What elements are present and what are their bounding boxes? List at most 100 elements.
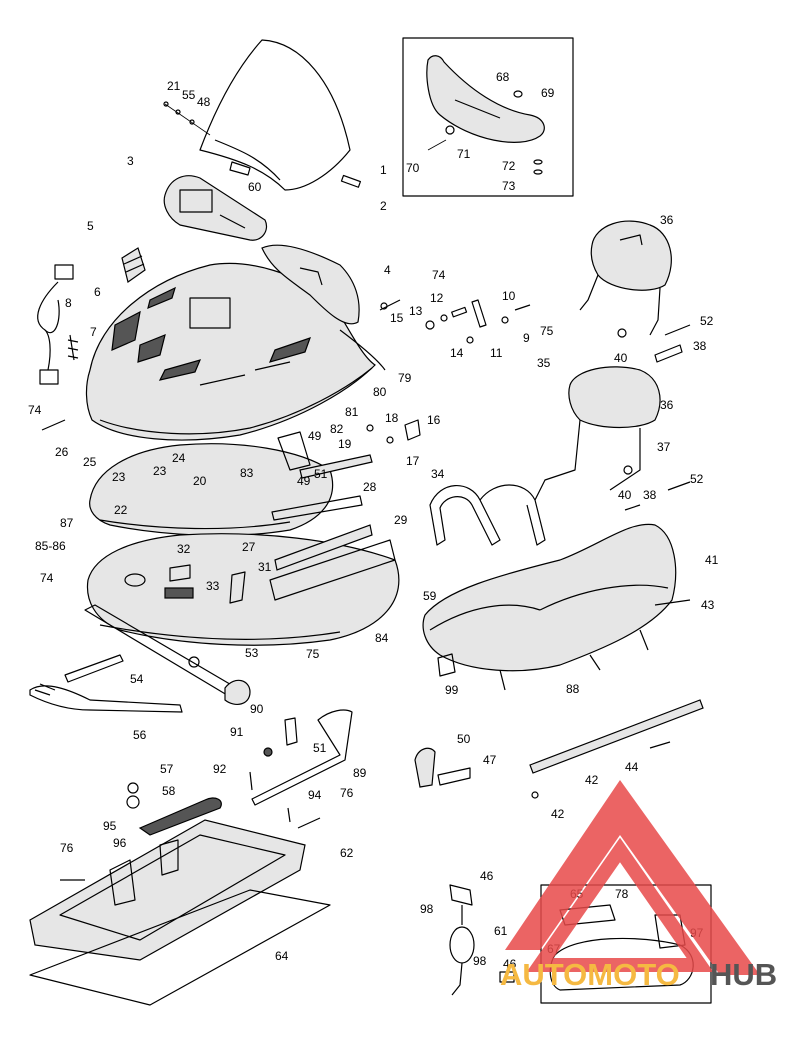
callout-37: 37 [657,440,671,454]
callout-76b: 76 [60,841,74,855]
bolt-94 [287,807,291,823]
callout-56: 56 [133,728,147,742]
hood [85,262,376,441]
strip-43 [654,599,691,606]
callout-80: 80 [373,385,387,399]
callout-3: 3 [127,154,134,168]
callout-76a: 76 [340,786,354,800]
callout-8: 8 [65,296,72,310]
callout-26: 26 [55,445,69,459]
backrest-lower [534,366,661,501]
callout-92: 92 [213,762,227,776]
callout-20: 20 [193,474,207,488]
callout-95: 95 [103,819,117,833]
callout-61: 61 [494,924,508,938]
callout-96: 96 [113,836,127,850]
windshield-screws [163,101,211,136]
cable-8 [37,264,74,385]
callout-68: 68 [496,70,510,84]
hardware-lower-right [623,465,691,511]
callout-46b: 46 [503,957,517,971]
rails [269,454,396,601]
seat-88 [422,523,677,691]
windshield [199,39,351,191]
callout-89: 89 [353,766,367,780]
callout-94: 94 [308,788,322,802]
watermark-text-hub: HUB [710,957,777,992]
light-assembly-61 [449,884,515,996]
callout-83: 83 [240,466,254,480]
bolt-44 [649,741,671,749]
callout-88: 88 [566,682,580,696]
callout-16: 16 [427,413,441,427]
callout-71: 71 [457,147,471,161]
logo-triangle-icon [505,780,760,975]
callout-22: 22 [114,503,128,517]
callout-43: 43 [701,598,715,612]
strap-95 [138,797,222,836]
callout-34: 34 [431,467,445,481]
callout-14: 14 [450,346,464,360]
callout-74b: 74 [28,403,42,417]
bracket-49-51 [277,431,311,471]
watermark-text-automoto: AUTOMOTO [500,957,680,992]
callout-7: 7 [90,325,97,339]
callout-44: 44 [625,760,639,774]
callout-79: 79 [398,371,412,385]
callout-55: 55 [182,88,196,102]
callout-90: 90 [250,702,264,716]
callout-17: 17 [406,454,420,468]
vent-5 [121,247,146,283]
trim-79 [339,329,386,371]
callout-54: 54 [130,672,144,686]
callout-98b: 98 [473,954,487,968]
callout-75b: 75 [306,647,320,661]
nuts-57-58 [126,782,140,809]
callout-33: 33 [206,579,220,593]
bracket-60 [229,161,251,176]
hardware-upper-right [617,324,691,363]
bolt-76-right [297,817,321,829]
callout-4: 4 [384,263,391,277]
callout-2: 2 [380,199,387,213]
callout-15: 15 [390,311,404,325]
callout-21: 21 [167,79,181,93]
callout-70: 70 [406,161,420,175]
callout-73: 73 [502,179,516,193]
backrest-upper [579,220,672,336]
callout-74c: 74 [40,571,54,585]
callout-6: 6 [94,285,101,299]
callout-23b: 23 [112,470,126,484]
callout-82: 82 [330,422,344,436]
spring-7 [67,334,79,361]
callout-19: 19 [338,437,352,451]
callout-62: 62 [340,846,354,860]
callout-91: 91 [230,725,244,739]
latch-assembly [249,709,353,806]
callout-75a: 75 [540,324,554,338]
callout-labels: 1 2 3 4 5 6 7 8 9 10 11 12 13 14 15 16 1… [28,70,719,971]
callout-53: 53 [245,646,259,660]
callout-99: 99 [445,683,459,697]
latch-50-47 [414,747,471,788]
storage-tray-62 [29,819,306,961]
callout-87: 87 [60,516,74,530]
console-3 [163,175,268,241]
callout-98a: 98 [420,902,434,916]
fasteners-16-18 [366,419,421,444]
callout-36b: 36 [660,398,674,412]
bolt-2 [340,174,362,188]
callout-49a: 49 [308,429,322,443]
callout-27: 27 [242,540,256,554]
callout-52a: 52 [700,314,714,328]
side-panel-4 [261,244,360,325]
callout-60: 60 [248,180,262,194]
callout-48: 48 [197,95,211,109]
callout-69: 69 [541,86,555,100]
callout-11: 11 [490,346,503,360]
callout-40a: 40 [614,351,628,365]
callout-59: 59 [423,589,437,603]
callout-13: 13 [409,304,423,318]
tube-53 [84,604,251,706]
